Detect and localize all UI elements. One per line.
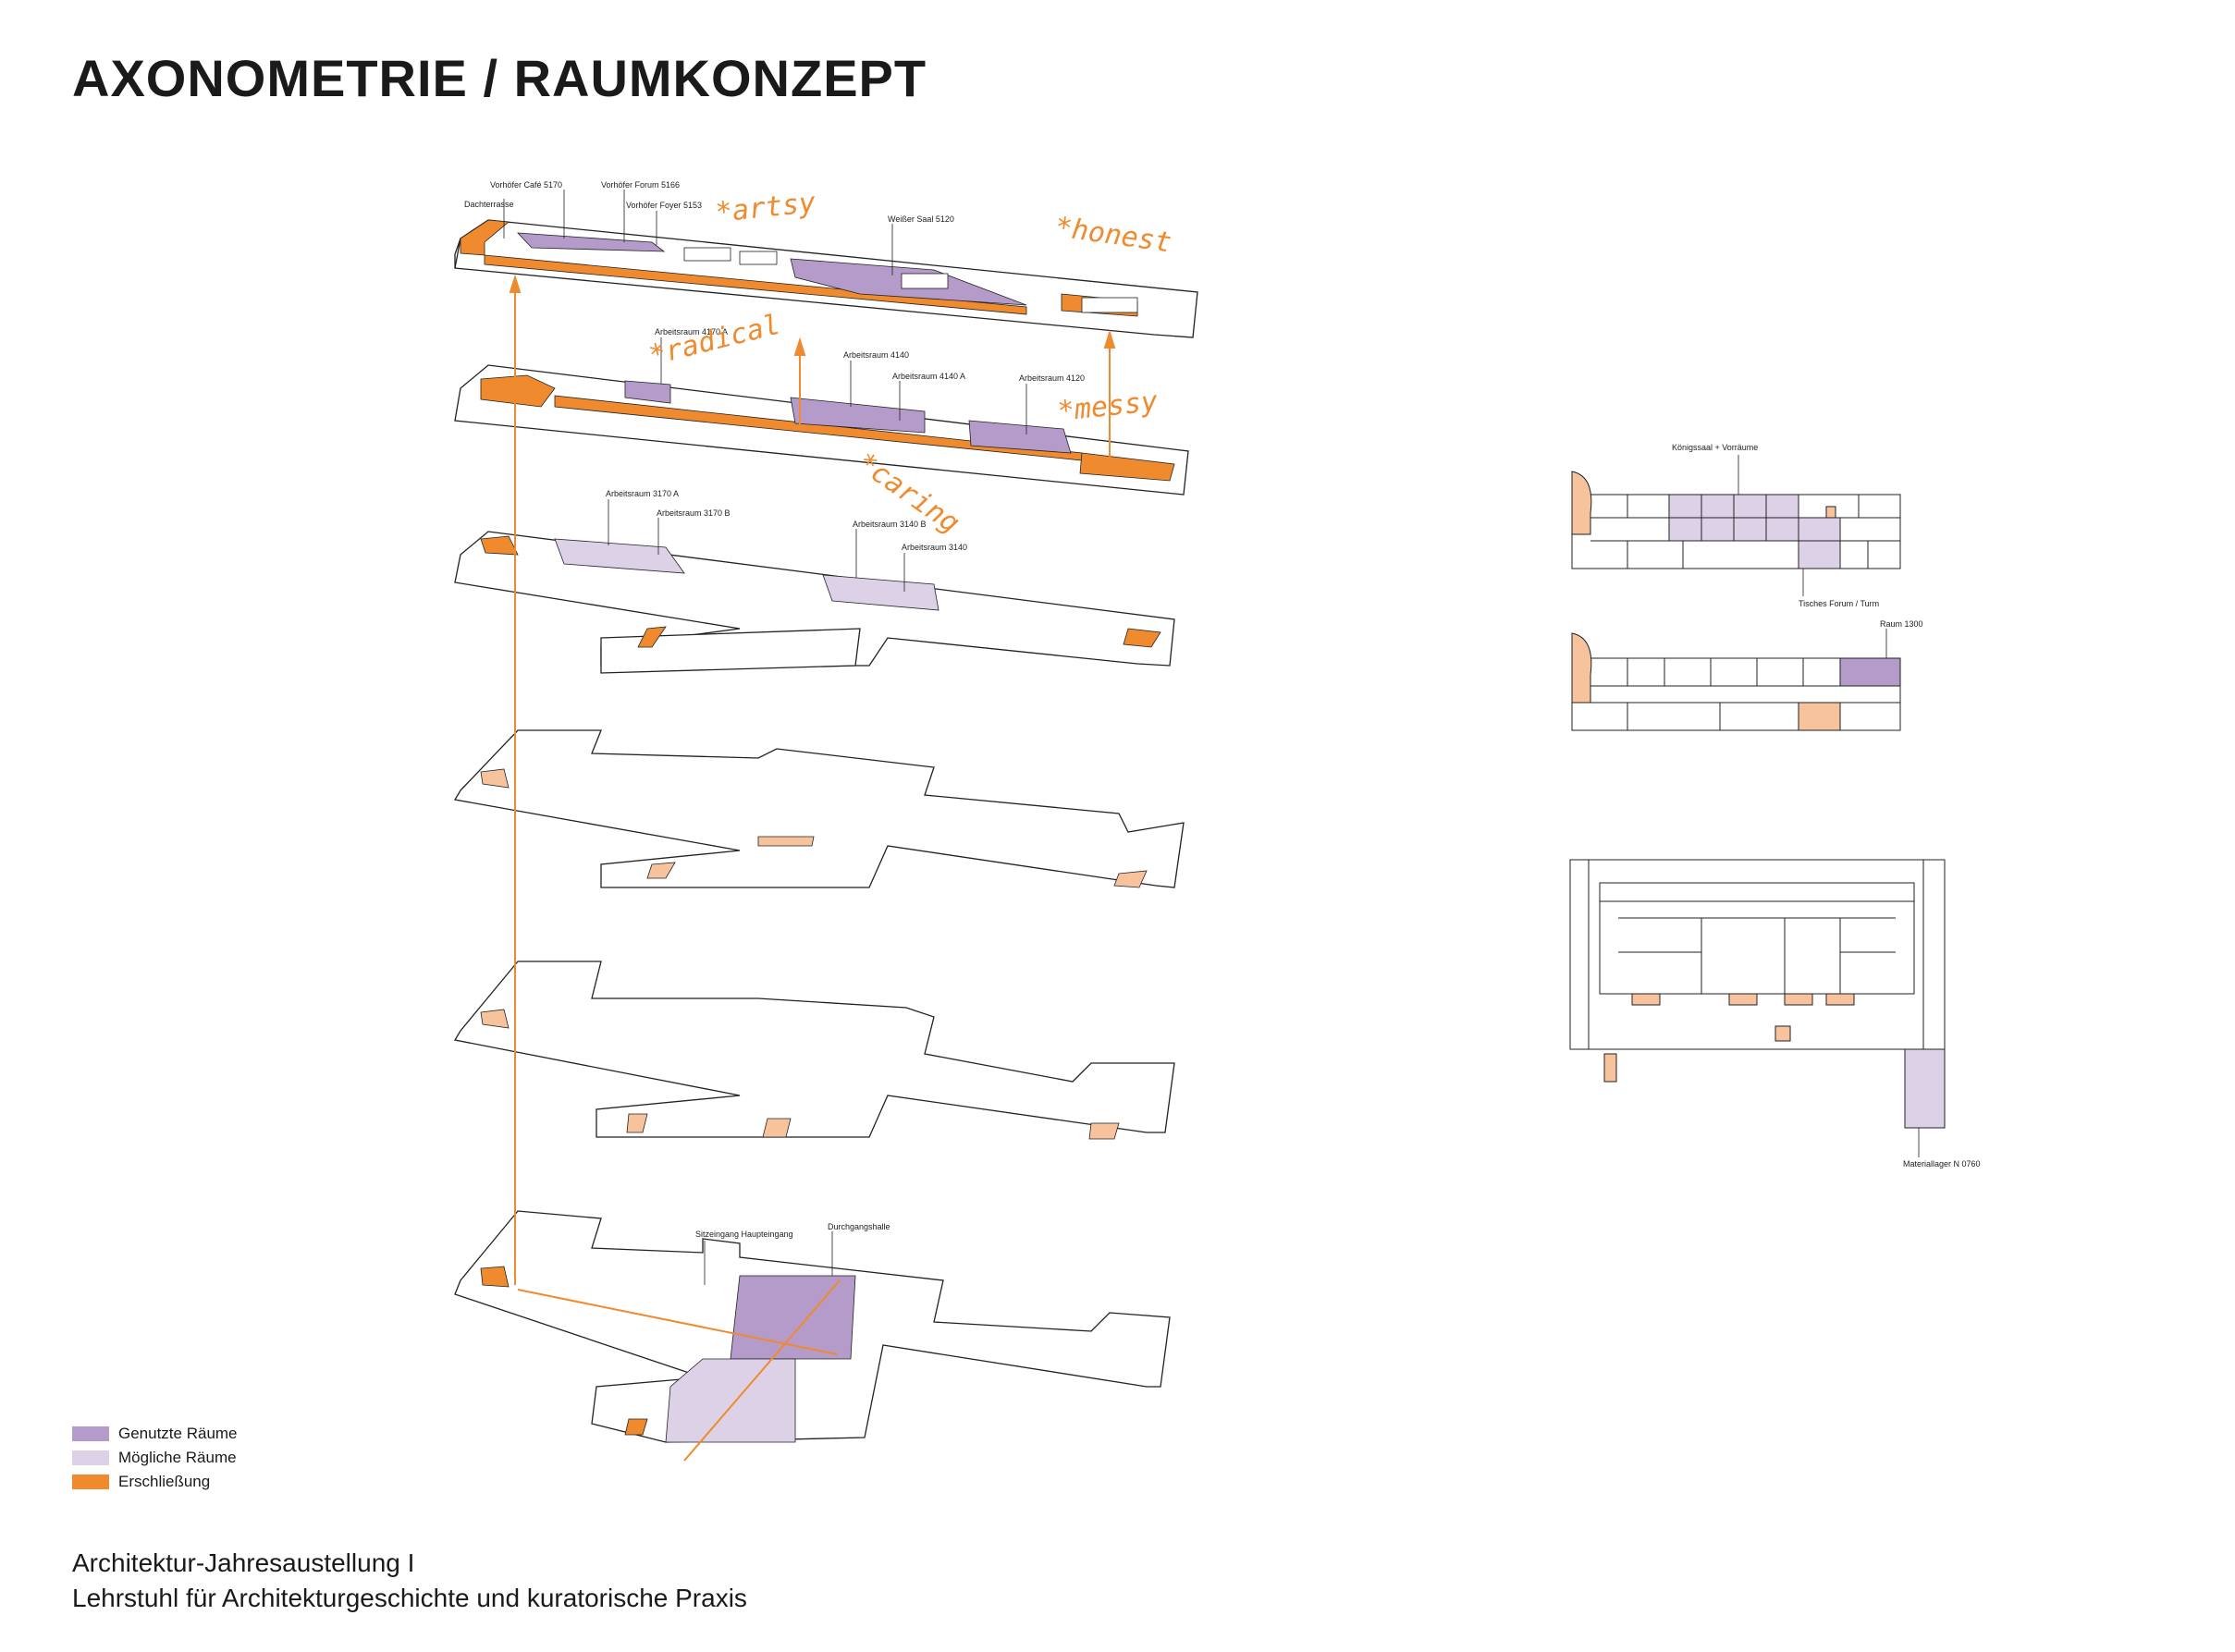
label-terrace: Dachterrasse	[464, 200, 514, 209]
label-3170a: Arbeitsraum 3170 A	[606, 489, 679, 498]
page-title: AXONOMETRIE / RAUMKONZEPT	[72, 49, 927, 107]
level-3-circulation	[480, 535, 1161, 648]
note-honest: *honest	[1053, 211, 1173, 259]
label-materiallager: Materiallager N 0760	[1903, 1159, 1981, 1169]
level-1-circulation	[480, 1009, 1120, 1140]
label-tisches-forum: Tisches Forum / Turm	[1799, 599, 1879, 608]
legend-item-possible: Mögliche Räume	[72, 1446, 238, 1470]
leader-lines	[503, 190, 1027, 1285]
level-4-used	[624, 380, 1072, 454]
legend-label: Mögliche Räume	[118, 1449, 237, 1466]
circulation-arrows	[509, 274, 1116, 1462]
level-0-circulation	[480, 1266, 648, 1436]
legend: Genutzte Räume Mögliche Räume Erschließu…	[72, 1422, 238, 1494]
level-2-circulation	[480, 768, 1148, 888]
label-durchgangshalle: Durchgangshalle	[828, 1222, 890, 1231]
note-artsy: *artsy	[714, 187, 817, 229]
level-2-slab	[453, 729, 1185, 888]
label-haupteingang: Sitzeingang Haupteingang	[695, 1230, 793, 1239]
label-forum: Vorhöfer Forum 5166	[601, 180, 680, 190]
label-3140b: Arbeitsraum 3140 B	[853, 520, 927, 529]
floor-plan-ground	[1569, 859, 1946, 1129]
handwritten-notes: *artsy *honest *radical *messy *caring	[645, 187, 1173, 540]
label-raum-1300: Raum 1300	[1880, 619, 1923, 629]
level-4-circulation	[480, 374, 1175, 482]
footer-line-1: Architektur-Jahresaustellung I	[72, 1548, 415, 1577]
note-radical: *radical	[645, 309, 783, 373]
label-weisser-saal: Weißer Saal 5120	[888, 214, 954, 224]
level-1-slab	[453, 961, 1175, 1138]
legend-swatch-possible	[72, 1450, 109, 1465]
level-3-possible	[554, 538, 939, 611]
note-messy: *messy	[1056, 385, 1159, 428]
legend-label: Genutzte Räume	[118, 1425, 238, 1442]
label-cafe: Vorhöfer Café 5170	[490, 180, 562, 190]
label-koenigssaal: Königssaal + Vorräume	[1672, 443, 1758, 452]
legend-item-circulation: Erschließung	[72, 1470, 238, 1494]
room-labels: Vorhöfer Café 5170 Vorhöfer Forum 5166 D…	[464, 180, 1085, 1239]
label-3140: Arbeitsraum 3140	[902, 543, 967, 552]
floor-plan-middle	[1571, 632, 1901, 731]
plan-leader-lines	[1738, 455, 1920, 1157]
label-foyer: Vorhöfer Foyer 5153	[626, 201, 702, 210]
legend-label: Erschließung	[118, 1473, 211, 1490]
label-4140a: Arbeitsraum 4140 A	[892, 372, 965, 381]
legend-swatch-circulation	[72, 1475, 109, 1489]
floor-plan-upper	[1571, 471, 1901, 569]
footer: Architektur-Jahresaustellung I Lehrstuhl…	[72, 1546, 747, 1616]
legend-swatch-used	[72, 1426, 109, 1441]
label-4170a: Arbeitsraum 4170 A	[655, 327, 728, 337]
level-5-rooms	[683, 247, 1138, 313]
label-4120: Arbeitsraum 4120	[1019, 373, 1085, 383]
label-4140: Arbeitsraum 4140	[843, 350, 909, 360]
level-0-used	[730, 1275, 856, 1360]
plan-labels: Königssaal + Vorräume Tisches Forum / Tu…	[1672, 443, 1981, 1169]
level-0-possible	[665, 1358, 796, 1443]
footer-line-2: Lehrstuhl für Architekturgeschichte und …	[72, 1584, 747, 1612]
label-3170b: Arbeitsraum 3170 B	[657, 508, 731, 518]
legend-item-used: Genutzte Räume	[72, 1422, 238, 1446]
